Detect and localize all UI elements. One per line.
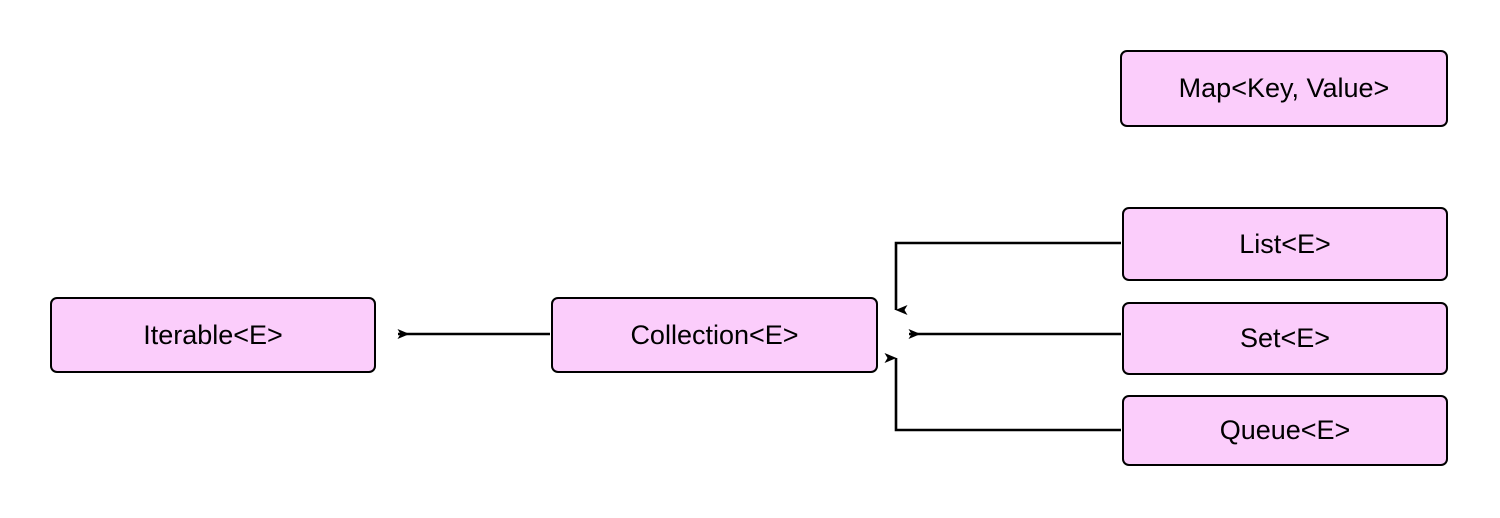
node-iterable[interactable]: Iterable<E> bbox=[50, 297, 376, 373]
node-map[interactable]: Map<Key, Value> bbox=[1120, 50, 1448, 127]
node-list-label: List<E> bbox=[1239, 228, 1331, 259]
node-iterable-label: Iterable<E> bbox=[143, 319, 283, 350]
node-queue-label: Queue<E> bbox=[1219, 415, 1351, 445]
node-set-label: Set<E> bbox=[1239, 323, 1331, 353]
node-queue[interactable]: Queue<E> bbox=[1122, 395, 1448, 466]
node-map-label: Map<Key, Value> bbox=[1178, 73, 1390, 103]
node-collection[interactable]: Collection<E> bbox=[551, 297, 878, 373]
edge-list-to-collection bbox=[894, 241, 1121, 315]
node-list[interactable]: List<E> bbox=[1122, 207, 1448, 281]
node-collection-label: Collection<E> bbox=[630, 319, 799, 350]
edge-queue-to-collection bbox=[884, 353, 1121, 432]
node-set[interactable]: Set<E> bbox=[1122, 302, 1448, 375]
